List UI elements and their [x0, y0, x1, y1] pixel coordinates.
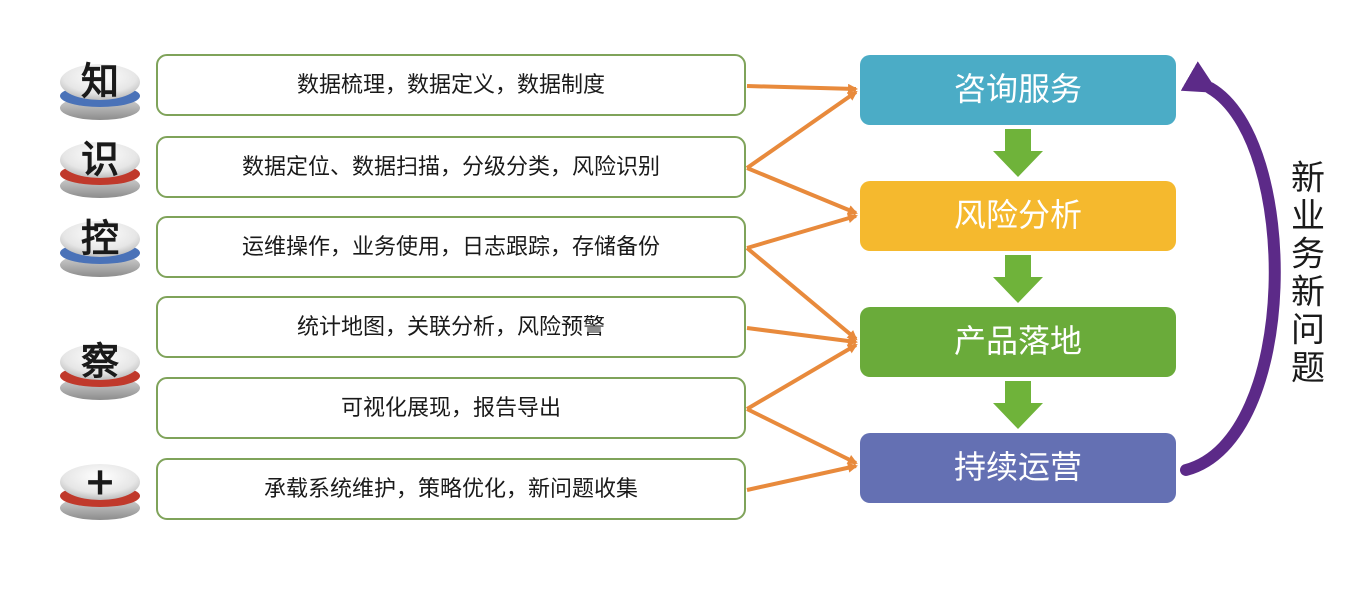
task-box: 运维操作，业务使用，日志跟踪，存储备份: [156, 216, 746, 278]
badge-label: 识: [81, 138, 119, 182]
task-boxes: 数据梳理，数据定义，数据制度 数据定位、数据扫描，分级分类，风险识别 运维操作，…: [156, 54, 746, 520]
badge-label: +: [84, 460, 116, 504]
connector-arrow: [745, 343, 858, 411]
feedback-char: 问: [1291, 311, 1325, 351]
feedback-loop: 新 业 务 新 问 题: [1180, 61, 1325, 476]
badges: 知 识 控 察 +: [60, 60, 140, 520]
task-box: 可视化展现，报告导出: [156, 377, 746, 439]
task-text: 数据定位、数据扫描，分级分类，风险识别: [242, 155, 660, 180]
badge-label: 知: [81, 60, 119, 104]
connectors: [745, 83, 858, 492]
badge-kong: 控: [60, 217, 140, 277]
task-text: 可视化展现，报告导出: [341, 396, 561, 421]
feedback-arrow: [1180, 61, 1281, 476]
connector-arrow: [745, 246, 858, 341]
feedback-char: 新: [1291, 159, 1325, 199]
stage-product: 产品落地: [860, 307, 1176, 377]
stage-operations: 持续运营: [860, 433, 1176, 503]
connector-arrow: [745, 90, 858, 170]
stage-consulting: 咨询服务: [860, 55, 1176, 125]
badge-plus: +: [60, 460, 140, 520]
feedback-char: 题: [1291, 349, 1325, 389]
down-arrow-icon: [993, 255, 1043, 303]
task-text: 承载系统维护，策略优化，新问题收集: [264, 477, 638, 502]
task-text: 统计地图，关联分析，风险预警: [297, 315, 605, 340]
stage-label: 持续运营: [954, 448, 1082, 486]
connector-arrow: [746, 83, 858, 94]
connector-arrow: [746, 462, 858, 492]
stage-label: 产品落地: [954, 322, 1082, 360]
badge-label: 控: [81, 217, 119, 261]
stage-down-arrows: [993, 129, 1043, 429]
connector-arrow: [746, 326, 858, 346]
task-box: 数据定位、数据扫描，分级分类，风险识别: [156, 136, 746, 198]
task-box: 数据梳理，数据定义，数据制度: [156, 54, 746, 116]
badge-zhi: 知: [60, 60, 140, 120]
task-text: 运维操作，业务使用，日志跟踪，存储备份: [242, 235, 660, 260]
stage-boxes: 咨询服务 风险分析 产品落地 持续运营: [860, 55, 1176, 503]
down-arrow-icon: [993, 129, 1043, 177]
connector-arrow: [746, 407, 858, 465]
stage-label: 咨询服务: [954, 70, 1082, 108]
stage-label: 风险分析: [954, 196, 1082, 234]
down-arrow-icon: [993, 381, 1043, 429]
connector-arrow: [746, 213, 858, 250]
feedback-char: 新: [1291, 273, 1325, 313]
connector-arrow: [746, 166, 858, 215]
badge-label: 察: [81, 340, 119, 384]
task-text: 数据梳理，数据定义，数据制度: [297, 73, 605, 98]
task-box: 统计地图，关联分析，风险预警: [156, 296, 746, 358]
task-box: 承载系统维护，策略优化，新问题收集: [156, 458, 746, 520]
badge-cha: 察: [60, 340, 140, 400]
stage-risk-analysis: 风险分析: [860, 181, 1176, 251]
badge-shi: 识: [60, 138, 140, 198]
feedback-char: 务: [1291, 235, 1325, 275]
feedback-char: 业: [1291, 197, 1325, 237]
